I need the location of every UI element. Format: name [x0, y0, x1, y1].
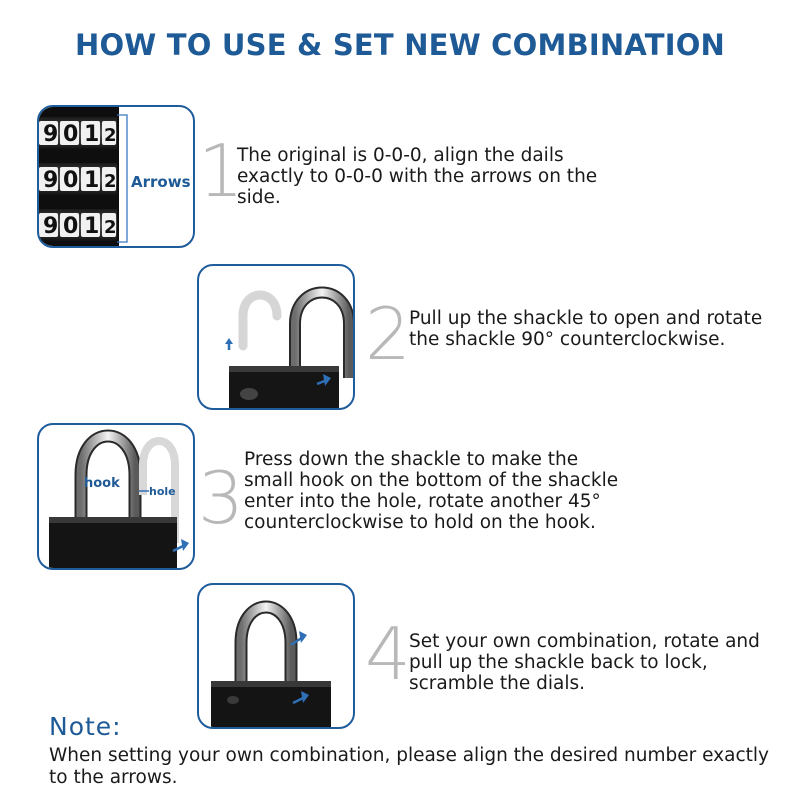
step-4-text: Set your own combination, rotate and pul… [409, 631, 760, 694]
dial-row-2: 9 0 1 2 [39, 163, 117, 195]
padlock-closed-icon [211, 600, 331, 727]
rotate-arrow-icon [299, 631, 307, 643]
svg-text:1: 1 [84, 122, 99, 147]
step-2-image [197, 264, 355, 410]
svg-text:1: 1 [84, 214, 99, 239]
svg-text:1: 1 [84, 168, 99, 193]
note-text: When setting your own combination, pleas… [49, 745, 769, 788]
svg-text:9: 9 [43, 214, 58, 239]
step-2-number: 2 [365, 292, 411, 376]
step-1-text: The original is 0-0-0, align the dails e… [237, 145, 598, 208]
bracket-line [117, 114, 128, 243]
svg-text:9: 9 [43, 122, 58, 147]
hook-label: hook [84, 476, 120, 491]
step-2-text: Pull up the shackle to open and rotate t… [409, 308, 763, 350]
rotate-arrow-icon [301, 691, 309, 703]
step-3-text: Press down the shackle to make the small… [244, 449, 619, 533]
svg-text:0: 0 [63, 214, 78, 239]
step-1-number: 1 [198, 129, 244, 213]
dial-wheels-icon: 9 0 1 2 9 0 1 2 9 0 1 2 A [39, 107, 191, 246]
padlock-hook-hole-icon: hook hole [49, 429, 189, 568]
arrows-label: Arrows [131, 173, 191, 191]
up-arrow-icon [225, 338, 233, 344]
dial-row-1: 9 0 1 2 [39, 117, 117, 149]
step-3-image: hook hole [37, 423, 195, 570]
step-3-number: 3 [198, 456, 244, 540]
dial-row-3: 9 0 1 2 [39, 209, 117, 241]
step-4-number: 4 [365, 612, 411, 696]
step-4-image [197, 583, 355, 729]
svg-text:0: 0 [63, 122, 78, 147]
note-label: Note: [49, 712, 122, 741]
svg-text:2: 2 [104, 217, 117, 238]
rotate-arrow-icon [181, 539, 189, 551]
svg-text:2: 2 [104, 171, 117, 192]
padlock-shackle-up-icon [225, 286, 353, 408]
step-1-image: 9 0 1 2 9 0 1 2 9 0 1 2 A [37, 105, 195, 248]
svg-text:0: 0 [63, 168, 78, 193]
page-title: HOW TO USE & SET NEW COMBINATION [74, 28, 726, 62]
svg-text:2: 2 [104, 125, 117, 146]
hole-label: hole [149, 485, 176, 498]
svg-text:9: 9 [43, 168, 58, 193]
rotate-arrow-icon [323, 374, 331, 386]
